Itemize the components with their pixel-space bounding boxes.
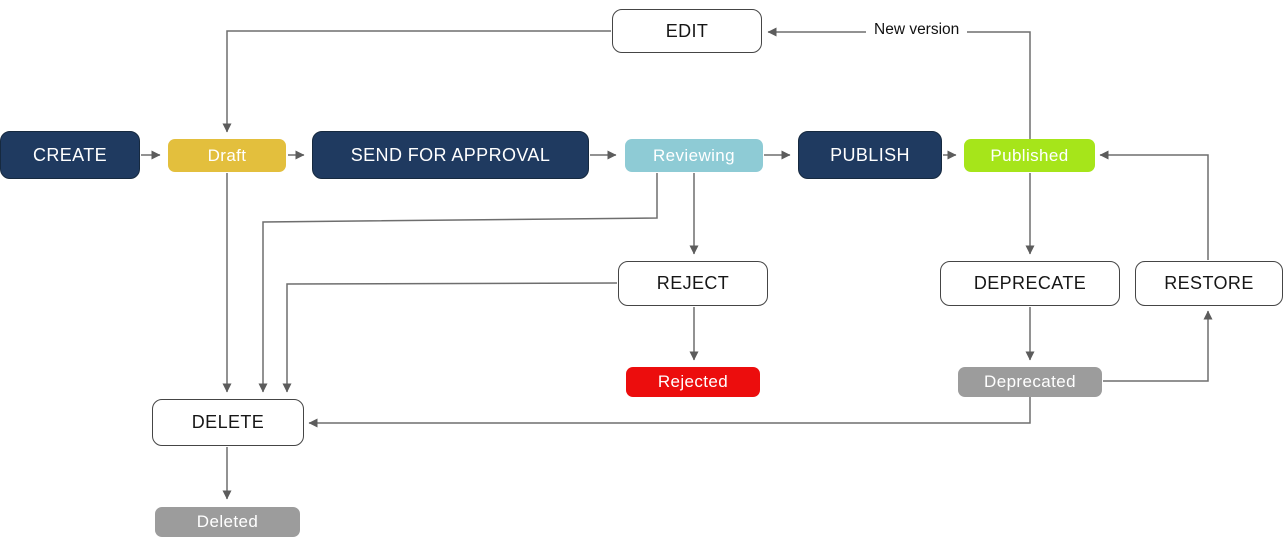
node-state-rejected: Rejected (626, 367, 760, 397)
node-reject: REJECT (618, 261, 768, 306)
edge-deprecated-restore (1103, 310, 1213, 382)
edge-published-edit-newversion (767, 27, 1031, 139)
node-restore: RESTORE (1135, 261, 1283, 306)
node-state-published: Published (964, 139, 1095, 172)
edge-reject-delete (282, 282, 618, 393)
node-state-draft: Draft (168, 139, 286, 172)
node-state-deleted: Deleted (155, 507, 300, 537)
node-edit: EDIT (612, 9, 762, 53)
node-deprecate: DEPRECATE (940, 261, 1120, 306)
node-delete: DELETE (152, 399, 304, 446)
node-publish: PUBLISH (798, 131, 942, 179)
node-create: CREATE (0, 131, 140, 179)
edge-label-new-version: New version (866, 19, 968, 41)
node-state-deprecated: Deprecated (958, 367, 1102, 397)
edge-deprecated-delete (308, 397, 1031, 428)
node-send-for-approval: SEND FOR APPROVAL (312, 131, 589, 179)
edge-reviewing-delete (258, 173, 658, 393)
edge-restore-published (1099, 150, 1209, 260)
node-state-reviewing: Reviewing (625, 139, 763, 172)
edge-edit-draft (222, 30, 611, 133)
